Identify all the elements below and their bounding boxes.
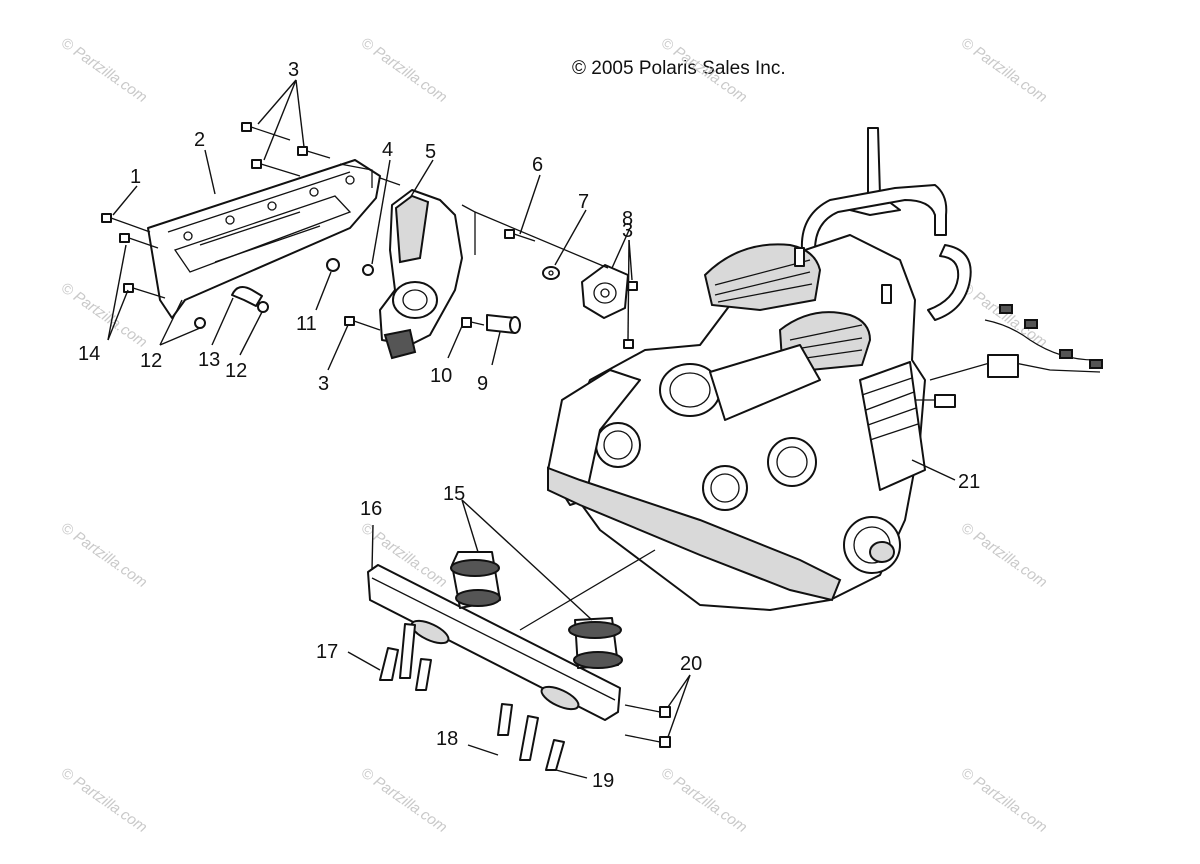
watermark-text: © Partzilla.com	[658, 34, 751, 106]
leader-lines	[107, 79, 956, 779]
callout-7: 7	[578, 191, 589, 213]
hardware-parts	[101, 122, 638, 349]
mount-bracket	[379, 189, 463, 360]
callout-18: 18	[436, 728, 458, 750]
callout-12-left: 12	[140, 350, 162, 372]
callout-14: 14	[78, 343, 100, 365]
watermark-text: © Partzilla.com	[58, 519, 151, 591]
callout-11: 11	[296, 313, 317, 335]
watermark-text: © Partzilla.com	[958, 519, 1051, 591]
watermark-text: © Partzilla.com	[658, 764, 751, 836]
watermark-text: © Partzilla.com	[58, 34, 151, 106]
callout-4: 4	[382, 139, 393, 161]
callout-15: 15	[443, 483, 465, 505]
callout-10: 10	[430, 365, 452, 387]
callout-2: 2	[194, 129, 205, 151]
callout-19: 19	[592, 770, 614, 792]
callout-5: 5	[425, 141, 436, 163]
watermark-text: © Partzilla.com	[358, 764, 451, 836]
callout-9: 9	[477, 373, 488, 395]
watermark-text: © Partzilla.com	[58, 764, 151, 836]
callout-13: 13	[198, 349, 220, 371]
watermark-text: © Partzilla.com	[958, 279, 1051, 351]
engine-mount-plate	[147, 159, 381, 319]
callout-numbers: 1 2 3 3 3 4 5 6 7 8 9 10 11 12 12 13 14 …	[78, 59, 980, 792]
watermark-text: © Partzilla.com	[958, 764, 1051, 836]
callout-16: 16	[360, 498, 382, 520]
callout-1: 1	[130, 166, 141, 188]
callout-21: 21	[958, 471, 980, 493]
callout-20: 20	[680, 653, 702, 675]
lower-bolts	[379, 623, 671, 771]
watermark-text: © Partzilla.com	[958, 34, 1051, 106]
engine-assembly	[547, 127, 1103, 611]
callout-17: 17	[316, 641, 338, 663]
callout-3-top: 3	[288, 59, 299, 81]
copyright-notice: © 2005 Polaris Sales Inc.	[572, 58, 786, 79]
lower-crossmember	[367, 549, 656, 721]
callout-3-lower: 3	[318, 373, 329, 395]
callout-8: 8	[622, 208, 633, 230]
watermark-text: © Partzilla.com	[358, 34, 451, 106]
callout-6: 6	[532, 154, 543, 176]
rubber-mounts	[450, 551, 623, 669]
callout-12-right: 12	[225, 360, 247, 382]
watermark-text: © Partzilla.com	[58, 279, 151, 351]
callout-3-right: 3	[622, 220, 633, 242]
